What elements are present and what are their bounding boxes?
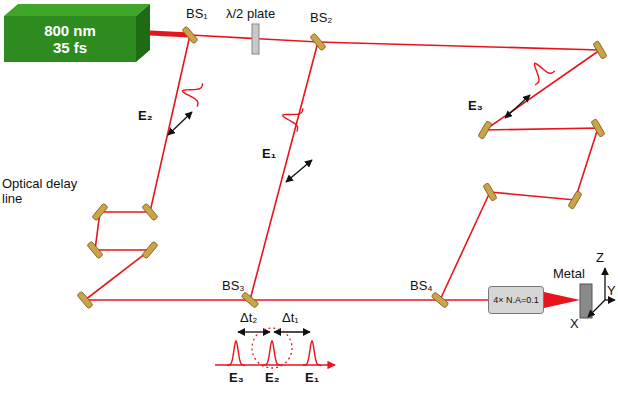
mirror (568, 191, 582, 210)
beamsplitter (182, 26, 198, 44)
axis-label: X (570, 316, 579, 331)
mirror (483, 183, 497, 202)
overlap-circle (252, 328, 292, 368)
beamsplitter (431, 292, 449, 308)
metal-sample (580, 284, 592, 318)
beam (250, 299, 488, 301)
pulse-shape (263, 341, 281, 365)
mirror (87, 241, 103, 259)
pulse-shape (180, 79, 203, 106)
sample-label: Metal (553, 266, 585, 281)
component-label: Optical delay line (2, 176, 92, 206)
y-axis (605, 299, 615, 300)
beam-e1 (250, 42, 318, 300)
x-axis (588, 300, 605, 317)
mirror (77, 291, 93, 309)
laser-beam (150, 33, 190, 35)
axis-label: Y (607, 283, 616, 298)
pulse-label: E₂ (265, 370, 279, 385)
beamsplitter (310, 33, 326, 51)
laser-source: 800 nm 35 fs (4, 4, 150, 62)
mirror (142, 241, 158, 259)
beam (318, 42, 600, 50)
mirror (593, 41, 607, 60)
laser-spec: 800 nm 35 fs (39, 22, 101, 56)
component-label: BS₄ (410, 278, 433, 293)
pulse-label: E₃ (229, 370, 244, 385)
pulse-label: E₁ (305, 370, 319, 385)
component-label: λ/2 plate (226, 6, 275, 21)
field-label: E₃ (468, 98, 483, 113)
pulse-shape (303, 341, 321, 365)
half-wave-plate (252, 24, 259, 54)
polarization-arrow (168, 112, 192, 135)
pulse-shape (280, 104, 304, 132)
delay-arrow (238, 331, 270, 332)
focused-beam (544, 292, 580, 308)
beamsplitter (241, 292, 259, 308)
objective-spec: 4× N.A=0.1 (493, 295, 539, 305)
delay-arrow (274, 331, 310, 332)
component-label: BS₃ (222, 278, 245, 293)
objective-lens: 4× N.A=0.1 (488, 286, 544, 314)
component-label: BS₂ (310, 10, 332, 25)
pulse-shape (525, 56, 555, 85)
delay-label: Δt₁ (282, 310, 299, 325)
field-label: E₁ (262, 146, 276, 161)
polarization-arrow (286, 160, 312, 182)
beam-e3 (440, 50, 600, 300)
polarization-arrow (505, 95, 530, 118)
mirror (591, 119, 605, 138)
pulse-shape (227, 341, 245, 365)
component-label: BS₁ (186, 6, 208, 21)
field-label: E₂ (138, 108, 152, 123)
mirror (92, 203, 108, 221)
mirror (478, 121, 492, 140)
mirror (142, 203, 158, 221)
delay-label: Δt₂ (240, 310, 257, 325)
axis-label: Z (596, 250, 604, 265)
z-axis (604, 268, 605, 300)
beam-e2 (85, 35, 250, 300)
